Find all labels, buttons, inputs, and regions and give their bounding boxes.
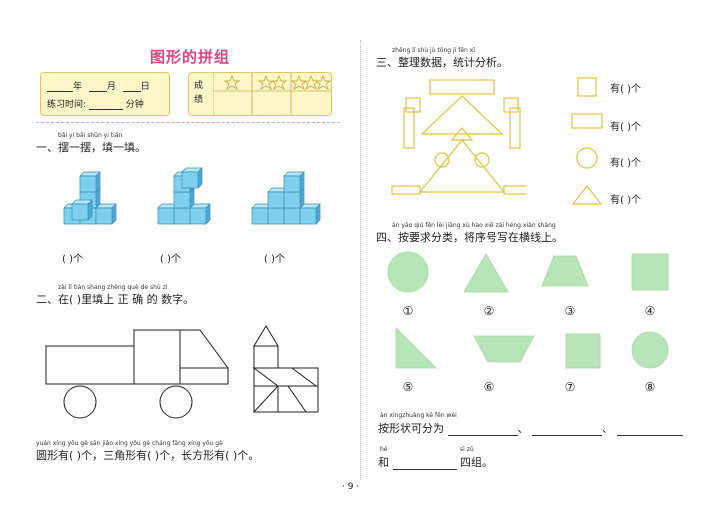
page-number: · 9 · bbox=[342, 482, 360, 492]
year-blank[interactable] bbox=[47, 82, 73, 92]
minutes-label: 分钟 bbox=[125, 100, 144, 110]
group-blank-1[interactable] bbox=[447, 435, 518, 436]
shape-number-3: ③ bbox=[564, 304, 576, 318]
section1-answer-3[interactable]: ( )个 bbox=[264, 254, 285, 265]
section3-legend-shapes bbox=[571, 77, 603, 205]
groups-pinyin: sì zǔ bbox=[460, 446, 474, 453]
shape-1-circle bbox=[387, 251, 429, 293]
composite-shape-figure bbox=[391, 79, 526, 195]
count-triangle[interactable]: 有( )个 bbox=[610, 195, 641, 206]
month-label: 月 bbox=[106, 82, 116, 92]
section2-bottom-pinyin: yuán xíng yǒu gè sān jiǎo xíng yǒu gè ch… bbox=[36, 440, 223, 447]
star-icon bbox=[223, 74, 331, 91]
shape-number-7: ⑦ bbox=[564, 380, 576, 394]
classify-pinyin: àn xíngzhuàng kě fēn wéi bbox=[380, 412, 457, 419]
page-title: 图形的拼组 bbox=[150, 48, 231, 66]
practice-line: 练习时间: 分钟 bbox=[47, 97, 144, 110]
classify-line: 按形状可分为 、 、 bbox=[378, 420, 683, 436]
section1-answer-1[interactable]: ( )个 bbox=[62, 254, 83, 265]
count-rectangle[interactable]: 有( )个 bbox=[610, 122, 641, 133]
composite-figures bbox=[45, 325, 319, 419]
separator-1: 、 bbox=[517, 422, 529, 435]
section1-answer-2[interactable]: ( )个 bbox=[160, 254, 181, 265]
truck-figure bbox=[45, 329, 229, 419]
groups-text: 四组。 bbox=[460, 456, 493, 469]
section2-bottom-text: 圆形有( )个，三角形有( )个，长方形有( )个。 bbox=[36, 449, 260, 462]
groups-line: 和 四组。 bbox=[378, 454, 493, 470]
count-square[interactable]: 有( )个 bbox=[610, 84, 641, 95]
cube-stack-3 bbox=[251, 171, 321, 225]
cube-stack-1 bbox=[63, 171, 117, 225]
triangle-icon bbox=[571, 185, 603, 205]
classify-text: 按形状可分为 bbox=[378, 422, 444, 435]
practice-blank[interactable] bbox=[88, 100, 123, 110]
date-time-box: 年 月 日 练习时间: 分钟 bbox=[40, 72, 170, 116]
shape-number-2: ② bbox=[483, 304, 495, 318]
day-blank[interactable] bbox=[122, 82, 141, 92]
score-box: 成绩 bbox=[188, 72, 332, 116]
shape-number-8: ⑧ bbox=[644, 380, 656, 394]
shape-number-5: ⑤ bbox=[402, 380, 414, 394]
and-pinyin: hé bbox=[380, 446, 388, 453]
shape-4-square bbox=[631, 253, 669, 291]
house-figure bbox=[252, 325, 319, 414]
score-label: 成绩 bbox=[194, 81, 204, 105]
practice-label: 练习时间: bbox=[47, 100, 87, 110]
rectangle-icon bbox=[571, 113, 603, 129]
shape-3-trapezoid bbox=[541, 255, 589, 287]
group-blank-2[interactable] bbox=[532, 435, 602, 436]
circle-icon bbox=[576, 147, 598, 169]
shape-number-6: ⑥ bbox=[483, 380, 495, 394]
and-text: 和 bbox=[378, 456, 389, 469]
section1-pinyin: bǎi yi bǎi shǔn yi tián bbox=[58, 132, 123, 139]
shape-number-4: ④ bbox=[644, 304, 656, 318]
section2-title: 二、在( )里填上 正 确 的 数字。 bbox=[36, 293, 195, 306]
separator-2: 、 bbox=[602, 422, 613, 435]
score-stars-grid bbox=[213, 73, 331, 115]
group-blank-4[interactable] bbox=[392, 469, 457, 470]
cube-stacks bbox=[63, 167, 321, 225]
count-circle[interactable]: 有( )个 bbox=[610, 158, 641, 169]
classify-shapes bbox=[387, 251, 669, 369]
shape-8-circle bbox=[631, 331, 669, 369]
month-blank[interactable] bbox=[88, 82, 107, 92]
group-blank-3[interactable] bbox=[616, 435, 683, 436]
header-divider bbox=[36, 122, 340, 123]
year-label: 年 bbox=[73, 82, 83, 92]
cube-stack-2 bbox=[157, 167, 211, 225]
shape-5-triangle bbox=[395, 327, 437, 369]
shape-number-1: ① bbox=[402, 304, 414, 318]
section3-pinyin: zhěng lǐ shù jù tǒng jì fēn xī bbox=[392, 47, 475, 54]
section3-title: 三、整理数据，统计分析。 bbox=[376, 56, 508, 69]
section1-title: 一、摆一摆，填一填。 bbox=[36, 141, 146, 154]
section4-pinyin: àn yāo qiú fēn lèi jiāng xù hào xiě zài … bbox=[392, 222, 556, 229]
shape-2-triangle bbox=[463, 253, 509, 293]
date-line: 年 月 日 bbox=[47, 79, 150, 92]
square-icon bbox=[577, 77, 597, 97]
section2-pinyin: zài lǐ tián shang zhèng què de shù zì bbox=[58, 284, 168, 291]
day-label: 日 bbox=[140, 82, 150, 92]
column-divider bbox=[360, 40, 361, 480]
shape-6-trapezoid bbox=[473, 335, 535, 363]
section4-title: 四、按要求分类，将序号写在横线上。 bbox=[376, 231, 563, 244]
shape-7-square bbox=[565, 333, 601, 369]
